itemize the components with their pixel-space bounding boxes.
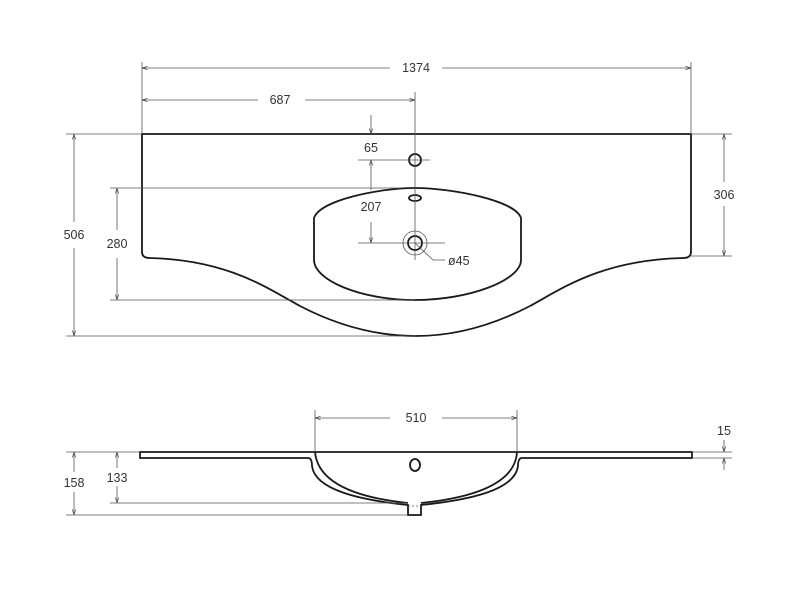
bowl-inner <box>314 451 518 504</box>
dim-side-depth: 306 <box>714 188 735 202</box>
dim-faucet-to-drain: 207 <box>361 200 382 214</box>
dim-overall-width: 1374 <box>402 61 430 75</box>
dim-slab-thickness: 15 <box>717 424 731 438</box>
dim-half-width: 687 <box>270 93 291 107</box>
slab-outline <box>139 451 693 516</box>
dim-total-height: 158 <box>64 476 85 490</box>
dim-bowl-height: 133 <box>107 471 128 485</box>
overflow-hole-side <box>409 458 421 472</box>
dim-faucet-offset: 65 <box>364 141 378 155</box>
side-view: 510 15 133 158 <box>64 410 732 516</box>
dim-drain-diameter: ø45 <box>448 254 470 268</box>
dim-basin-width: 510 <box>406 411 427 425</box>
basin-outline <box>313 187 522 301</box>
top-view: 1374 687 65 207 280 506 306 ø45 <box>64 61 735 337</box>
countertop-outline <box>141 133 692 337</box>
dim-basin-depth: 280 <box>107 237 128 251</box>
dim-overall-depth: 506 <box>64 228 85 242</box>
